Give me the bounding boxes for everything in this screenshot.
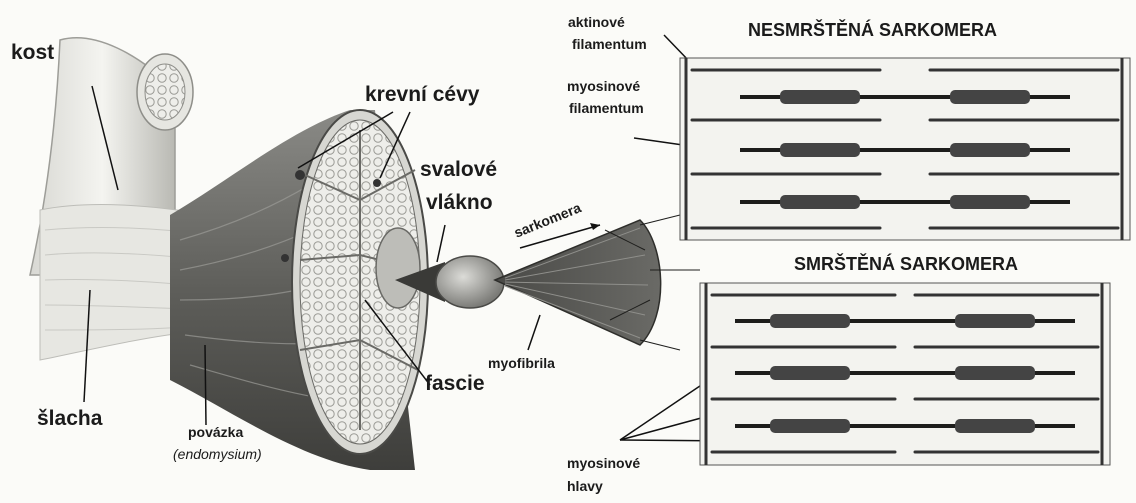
label-myosin-filament-line1: myosinové bbox=[567, 78, 640, 94]
label-bone: kost bbox=[11, 41, 54, 65]
label-myosin-filament-line2: filamentum bbox=[569, 100, 644, 116]
relaxed-sarcomere-diagram bbox=[680, 58, 1130, 240]
label-actin-filament-line2: filamentum bbox=[572, 36, 647, 52]
label-endomysium: povázka bbox=[188, 424, 243, 440]
label-relaxed-sarcomere: NESMRŠTĚNÁ SARKOMERA bbox=[748, 20, 997, 41]
label-fascia: fascie bbox=[425, 372, 485, 396]
label-muscle-fiber-line1: svalové bbox=[420, 158, 497, 182]
label-muscle-fiber-line2: vlákno bbox=[426, 191, 493, 215]
contracted-sarcomere-diagram bbox=[700, 283, 1110, 465]
label-tendon: šlacha bbox=[37, 407, 102, 431]
label-endomysium-latin: (endomysium) bbox=[173, 446, 262, 462]
label-myofibril: myofibrila bbox=[488, 355, 555, 371]
label-contracted-sarcomere: SMRŠTĚNÁ SARKOMERA bbox=[794, 254, 1018, 275]
label-myosin-heads-line1: myosinové bbox=[567, 455, 640, 471]
label-blood-vessels: krevní cévy bbox=[365, 83, 479, 107]
muscle-belly-illustration bbox=[170, 110, 428, 470]
label-actin-filament-line1: aktinové bbox=[568, 14, 625, 30]
label-myosin-heads-line2: hlavy bbox=[567, 478, 603, 494]
